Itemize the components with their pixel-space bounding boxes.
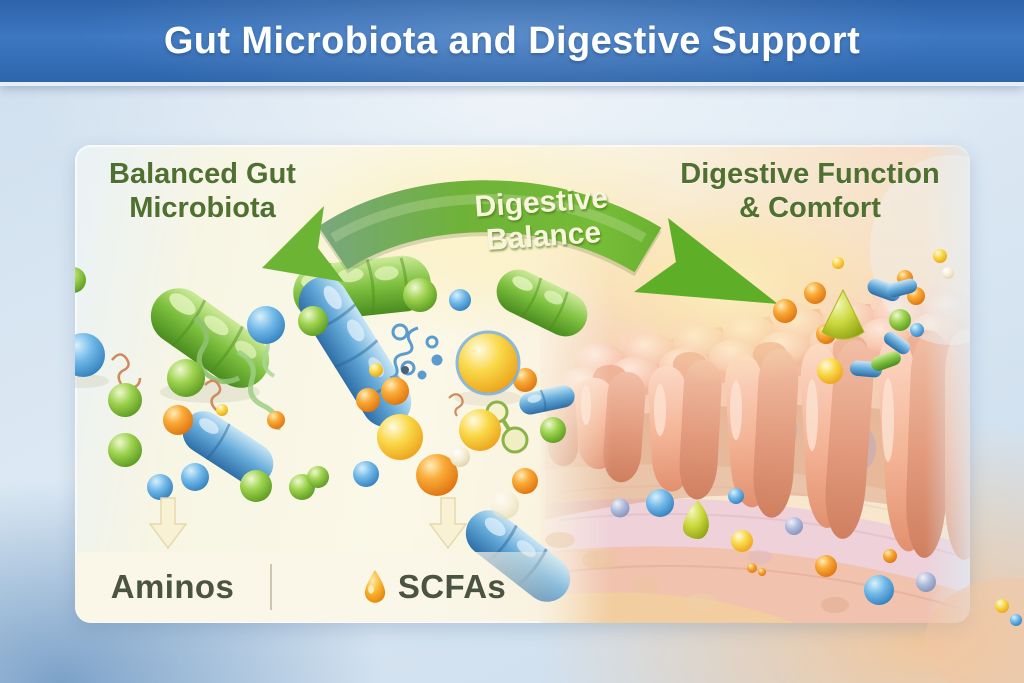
spiral-bacterium — [448, 393, 464, 417]
left-section-label: Balanced Gut Microbiota — [100, 158, 305, 225]
amino-label: Aminos — [110, 568, 235, 605]
down-arrow-icon — [148, 497, 188, 550]
left-section-label-line1: Balanced Gut — [109, 158, 296, 190]
molecule-cluster — [389, 323, 443, 380]
page-title: Gut Microbiota and Digestive Support — [163, 19, 861, 62]
arrowhead-left — [262, 206, 344, 282]
amino-cell: Aminos — [75, 552, 270, 622]
outputs-bar: Aminos SCFAs — [75, 552, 595, 622]
down-arrow-icon — [428, 497, 468, 550]
outputs-divider — [270, 564, 272, 610]
nutrient-particles — [773, 249, 954, 384]
left-section-label-line2: Microbiota — [129, 191, 276, 224]
right-section-label-line1: Digestive Function — [680, 158, 940, 190]
bacteria-illustration — [75, 255, 588, 602]
filament-bacterium — [193, 316, 241, 384]
scfa-label: SCFAs — [397, 568, 507, 605]
header-banner: Gut Microbiota and Digestive Support — [0, 0, 1024, 86]
blue-rod-bacterium — [182, 411, 274, 485]
enzyme-cone — [821, 288, 865, 340]
curved-double-arrow-icon — [262, 180, 778, 304]
corner-spill — [925, 578, 1024, 683]
scfa-cell: SCFAs — [272, 552, 595, 622]
right-section-label-line2: & Comfort — [739, 191, 881, 224]
droplet-icon — [364, 570, 385, 603]
down-arrow-icons — [148, 497, 468, 550]
molecule-green — [485, 400, 529, 454]
arrowhead-right — [634, 218, 778, 304]
spiral-bacterium — [204, 379, 225, 413]
green-rod-bacterium — [496, 269, 588, 337]
right-section-label: Digestive Function & Comfort — [660, 158, 960, 225]
scfa-bubble — [455, 330, 521, 396]
blue-rod-bacterium — [519, 385, 575, 415]
absorbed-nutrient-particles — [545, 488, 936, 613]
